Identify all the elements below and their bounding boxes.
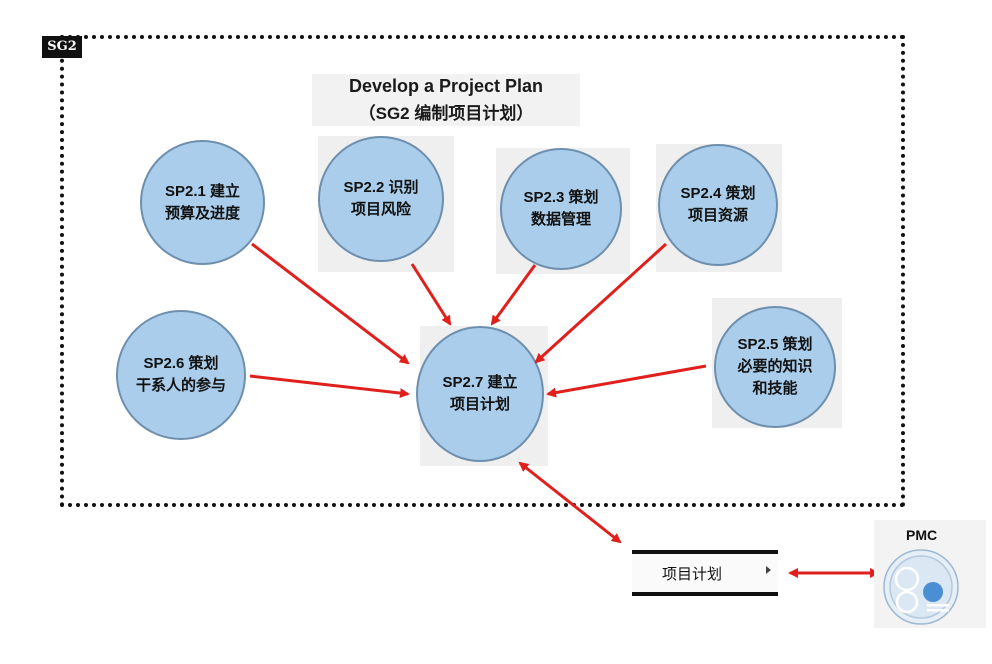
node-label: 预算及进度 bbox=[164, 204, 240, 222]
node-label: SP2.3 策划 bbox=[523, 189, 599, 206]
title-chinese: （SG2 编制项目计划） bbox=[358, 104, 534, 123]
node-sp2-3: SP2.3 策划数据管理 bbox=[500, 148, 622, 270]
sg2-boundary bbox=[60, 35, 905, 507]
arrow-sp27-plan bbox=[518, 461, 622, 544]
node-label: 必要的知识 bbox=[737, 358, 813, 375]
arrow-sp25-to-sp27 bbox=[546, 364, 707, 398]
diagram-title: Develop a Project Plan （SG2 编制项目计划） bbox=[312, 74, 580, 126]
node-label: 数据管理 bbox=[530, 211, 591, 228]
node-sp2-4: SP2.4 策划项目资源 bbox=[658, 144, 778, 266]
node-label: 干系人的参与 bbox=[135, 377, 226, 394]
node-sp2-2: SP2.2 识别项目风险 bbox=[318, 136, 444, 262]
title-english: Develop a Project Plan bbox=[348, 76, 544, 96]
document-top-rule bbox=[632, 550, 778, 554]
arrow-sp24-to-sp27 bbox=[534, 242, 668, 364]
project-plan-label: 项目计划 bbox=[662, 566, 723, 583]
node-label: 项目计划 bbox=[449, 396, 510, 413]
node-label: 项目风险 bbox=[350, 201, 411, 218]
node-sp2-6: SP2.6 策划干系人的参与 bbox=[116, 310, 246, 440]
caret-icon bbox=[766, 566, 771, 574]
arrow-sp26-to-sp27 bbox=[249, 374, 410, 399]
node-sp2-1: SP2.1 建立预算及进度 bbox=[140, 140, 265, 265]
document-bottom-rule bbox=[632, 592, 778, 596]
pmc-circle-icon bbox=[883, 549, 959, 625]
sg2-tag: SG2 bbox=[42, 36, 82, 58]
node-label: SP2.2 识别 bbox=[343, 179, 419, 196]
node-label: SP2.6 策划 bbox=[143, 355, 219, 372]
node-sp2-7: SP2.7 建立项目计划 bbox=[416, 326, 544, 462]
node-label: SP2.5 策划 bbox=[737, 336, 813, 353]
node-label: SP2.7 建立 bbox=[442, 374, 518, 391]
arrow-sp22-to-sp27 bbox=[410, 263, 452, 326]
arrow-sp23-to-sp27 bbox=[490, 264, 537, 326]
arrow-sp21-to-sp27 bbox=[251, 242, 410, 365]
pmc-label: PMC bbox=[906, 527, 938, 543]
project-plan-document: 项目计划 bbox=[632, 550, 778, 596]
node-label: 和技能 bbox=[752, 380, 798, 397]
node-label: 项目资源 bbox=[687, 207, 748, 224]
node-label: SP2.1 建立 bbox=[164, 182, 241, 200]
node-label: SP2.4 策划 bbox=[680, 185, 756, 202]
node-sp2-5: SP2.5 策划必要的知识和技能 bbox=[714, 306, 836, 428]
